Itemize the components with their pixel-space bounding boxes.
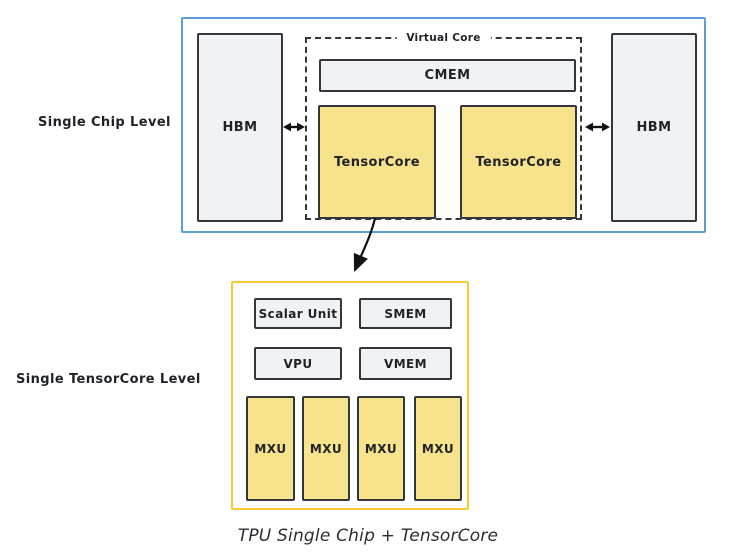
mxu-label: MXU [309, 441, 343, 456]
tensorcore-left-label: TensorCore [334, 154, 420, 170]
diagram-caption: TPU Single Chip + TensorCore [237, 526, 499, 546]
mxu-label: MXU [254, 441, 287, 456]
arrow-down-icon [353, 217, 377, 273]
mxu-label: MXU [421, 441, 455, 456]
mxu-box: MXU [414, 396, 462, 501]
tensorcore-left-box: TensorCore [318, 105, 436, 219]
virtual-core-box: Virtual Core CMEM TensorCore TensorCore [305, 30, 582, 220]
hbm-left-label: HBM [222, 120, 258, 135]
tensorcore-level-label: Single TensorCore Level [16, 372, 201, 387]
cmem-label: CMEM [424, 68, 471, 83]
mxu-box: MXU [246, 396, 295, 501]
hbm-right-box: HBM [611, 33, 697, 222]
vpu-box: VPU [254, 347, 342, 380]
mxu-box: MXU [357, 396, 405, 501]
chip-box: HBM Virtual Core CMEM TensorCore TensorC… [181, 17, 706, 233]
smem-box: SMEM [359, 298, 452, 329]
mxu-label: MXU [364, 441, 398, 456]
vmem-label: VMEM [384, 356, 427, 371]
hbm-right-label: HBM [636, 120, 672, 135]
vpu-label: VPU [283, 356, 313, 371]
scalar-unit-box: Scalar Unit [254, 298, 342, 329]
chip-level-label: Single Chip Level [38, 115, 171, 130]
tensorcore-right-box: TensorCore [460, 105, 577, 219]
smem-label: SMEM [384, 306, 427, 321]
mxu-box: MXU [302, 396, 350, 501]
bidirectional-arrow-left-icon [283, 122, 305, 132]
virtual-core-label: Virtual Core [396, 30, 491, 46]
cmem-box: CMEM [319, 59, 576, 92]
tensorcore-right-label: TensorCore [475, 154, 562, 170]
tensorcore-box: Scalar Unit SMEM VPU VMEM MXU MXU MXU MX… [231, 281, 469, 510]
scalar-unit-label: Scalar Unit [258, 306, 338, 321]
bidirectional-arrow-right-icon [585, 122, 610, 132]
vmem-box: VMEM [359, 347, 452, 380]
hbm-left-box: HBM [197, 33, 283, 222]
